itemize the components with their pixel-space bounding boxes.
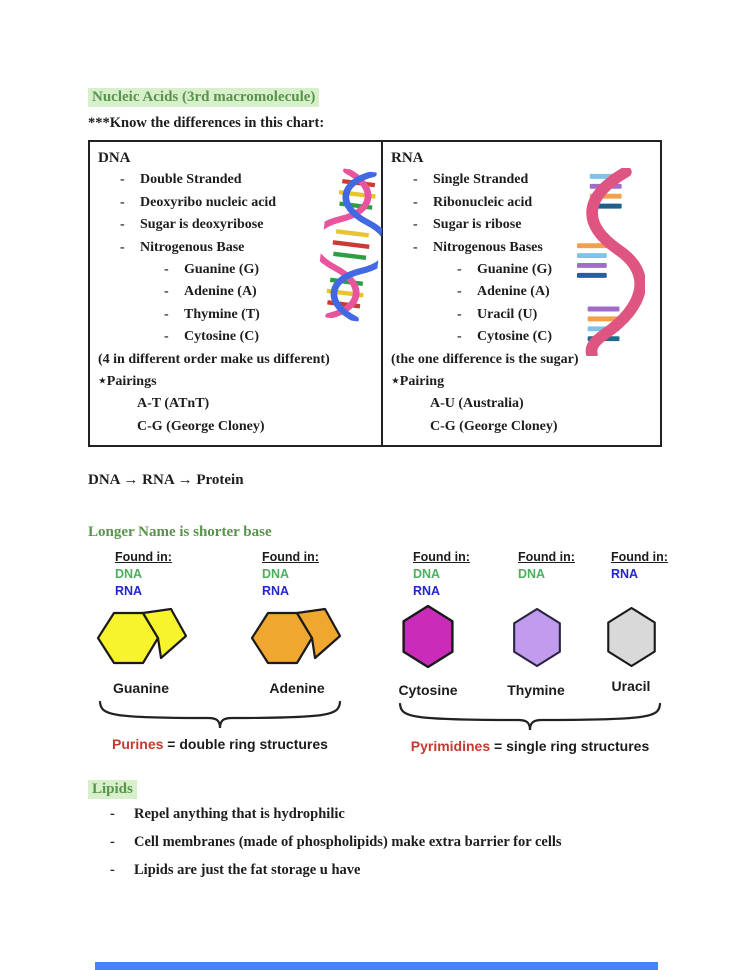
- lipids-bullet: -Cell membranes (made of phospholipids) …: [110, 834, 562, 850]
- guanine-found-in: Found in: DNA RNA: [115, 550, 172, 598]
- guanine-label: Guanine: [112, 680, 169, 696]
- adenine-label: Adenine: [269, 680, 325, 696]
- rna-bullet: -Sugar is ribose: [391, 214, 654, 236]
- rna-sub-bullet: -Uracil (U): [391, 304, 654, 326]
- lipids-bullet: -Repel anything that is hydrophilic: [110, 806, 345, 822]
- uracil-label: Uracil: [611, 678, 651, 694]
- bullet-dash: -: [164, 306, 169, 322]
- bullet-dash: -: [457, 329, 462, 345]
- dna-rna-protein-line: DNA → RNA → Protein: [88, 472, 244, 488]
- thymine-found-in: Found in: DNA: [518, 550, 575, 581]
- rna-ribbon: [585, 168, 645, 356]
- dna-bullet: -Deoxyribo nucleic acid: [98, 192, 375, 214]
- uracil-found-in: Found in: RNA: [611, 550, 668, 581]
- rna-bullet: -Ribonucleic acid: [391, 192, 654, 214]
- pyrimidines-term: Pyrimidines: [410, 738, 491, 754]
- bullet-dash: -: [164, 329, 169, 345]
- bullet-dash: -: [457, 306, 462, 322]
- thymine-single-ring-shape: [513, 608, 561, 667]
- bullet-dash: -: [457, 284, 462, 300]
- rna-pairings-label: ⋆Pairing: [391, 374, 445, 390]
- rna-bullet: -Single Stranded: [391, 169, 654, 191]
- dna-column: DNA -Double Stranded -Deoxyribo nucleic …: [90, 142, 389, 445]
- bullet-dash: -: [110, 834, 115, 850]
- bullet-dash: -: [413, 172, 418, 188]
- purines-brace: [98, 700, 342, 729]
- bullet-dash: -: [120, 239, 125, 255]
- purines-definition: Purines = double ring structures: [112, 736, 328, 752]
- rna-pairing: C-G (George Cloney): [430, 418, 558, 434]
- bullet-dash: -: [164, 262, 169, 278]
- dna-sub-bullet: -Adenine (A): [98, 281, 375, 303]
- bullet-dash: -: [413, 217, 418, 233]
- bullet-dash: -: [120, 194, 125, 210]
- rna-note: (the one difference is the sugar): [391, 351, 579, 367]
- dna-note: (4 in different order make us different): [98, 351, 330, 367]
- longer-name-heading: Longer Name is shorter base: [88, 524, 272, 540]
- rna-strand-illustration: [577, 168, 645, 356]
- rna-title: RNA: [391, 150, 424, 166]
- bullet-dash: -: [164, 284, 169, 300]
- dna-pairing: C-G (George Cloney): [137, 418, 265, 434]
- bullet-dash: -: [413, 239, 418, 255]
- rna-sub-bullet: -Guanine (G): [391, 259, 654, 281]
- bullet-dash: -: [457, 262, 462, 278]
- rna-bullet: -Nitrogenous Bases: [391, 237, 654, 259]
- section-heading-nucleic-acids: Nucleic Acids (3rd macromolecule): [88, 88, 320, 107]
- dna-bullet: -Nitrogenous Base: [98, 237, 375, 259]
- rna-sub-bullet: -Cytosine (C): [391, 326, 654, 348]
- bullet-dash: -: [413, 194, 418, 210]
- guanine-double-ring-shape: [96, 607, 188, 665]
- dna-sub-bullet: -Cytosine (C): [98, 326, 375, 348]
- lipids-bullet: -Lipids are just the fat storage u have: [110, 862, 361, 878]
- bullet-dash: -: [110, 806, 115, 822]
- dna-sub-bullet: -Guanine (G): [98, 259, 375, 281]
- uracil-single-ring-shape: [607, 607, 656, 667]
- purines-term: Purines: [112, 736, 164, 752]
- dna-sub-bullet: -Thymine (T): [98, 304, 375, 326]
- dna-pairing: A-T (ATnT): [137, 396, 210, 412]
- bullet-dash: -: [110, 862, 115, 878]
- cytosine-found-in: Found in: DNA RNA: [413, 550, 470, 598]
- bottom-blue-bar: [95, 962, 658, 970]
- adenine-double-ring-shape: [250, 607, 342, 665]
- rna-pairing: A-U (Australia): [430, 396, 524, 412]
- pyrimidines-brace: [398, 702, 662, 731]
- cytosine-label: Cytosine: [398, 682, 458, 698]
- thymine-label: Thymine: [507, 682, 565, 698]
- lipids-heading: Lipids: [88, 780, 137, 799]
- dna-bullet: -Double Stranded: [98, 169, 375, 191]
- dna-title: DNA: [98, 150, 131, 166]
- cytosine-single-ring-shape: [402, 605, 454, 668]
- dna-rna-table: DNA -Double Stranded -Deoxyribo nucleic …: [88, 140, 662, 447]
- bullet-dash: -: [120, 217, 125, 233]
- rna-sub-bullet: -Adenine (A): [391, 281, 654, 303]
- dna-bullet: -Sugar is deoxyribose: [98, 214, 375, 236]
- adenine-found-in: Found in: DNA RNA: [262, 550, 319, 598]
- pyrimidines-definition: Pyrimidines = single ring structures: [410, 738, 650, 754]
- bullet-dash: -: [120, 172, 125, 188]
- know-differences-line: ***Know the differences in this chart:: [88, 115, 325, 131]
- dna-pairings-label: ⋆Pairings: [98, 374, 157, 390]
- rna-column: RNA -Single Stranded -Ribonucleic acid -…: [383, 142, 660, 445]
